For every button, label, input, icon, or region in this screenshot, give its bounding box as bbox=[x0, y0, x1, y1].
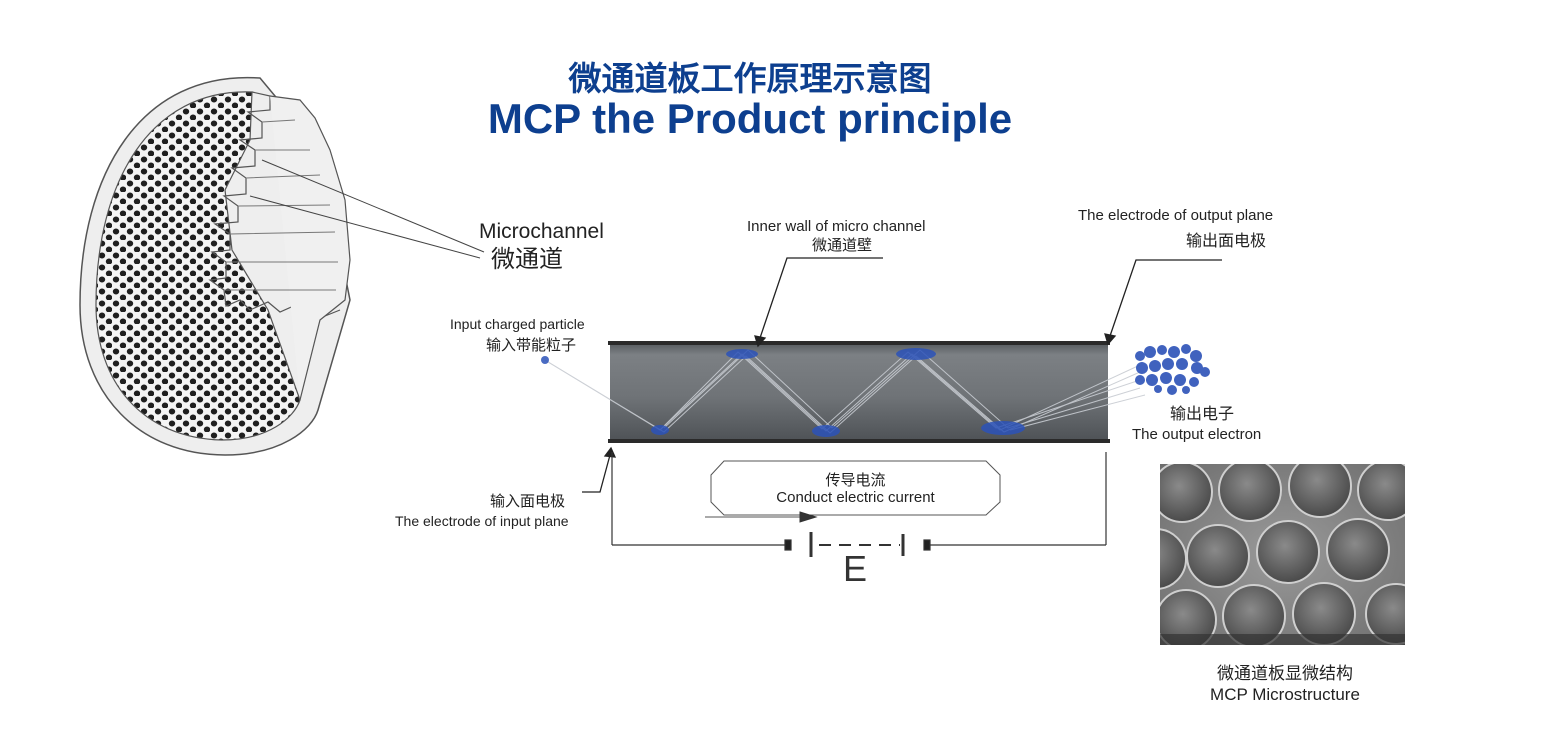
current-loop bbox=[705, 460, 1001, 523]
input-electrode-label-en: The electrode of input plane bbox=[395, 513, 569, 529]
inner-wall-label-cn: 微通道壁 bbox=[812, 236, 873, 254]
input-particle-label-cn: 输入带能粒子 bbox=[486, 336, 577, 354]
field-symbol-label: E bbox=[843, 548, 868, 589]
microchannel-label-cn: 微通道 bbox=[491, 245, 563, 273]
channel-tube-icon bbox=[541, 341, 1210, 443]
input-particle-label-en: Input charged particle bbox=[450, 316, 585, 332]
page-title-english: MCP the Product principle bbox=[487, 95, 1013, 142]
output-electron-label-en: The output electron bbox=[1132, 426, 1262, 443]
current-label-cn: 传导电流 bbox=[825, 471, 886, 489]
output-electrode-label-cn: 输出面电极 bbox=[1186, 231, 1267, 250]
sem-micrograph-icon bbox=[1160, 464, 1405, 645]
output-electron-label-cn: 输出电子 bbox=[1170, 404, 1235, 423]
micro-caption-en: MCP Microstructure bbox=[1210, 685, 1360, 704]
battery-icon bbox=[611, 452, 1107, 557]
micro-caption-cn: 微通道板显微结构 bbox=[1217, 664, 1353, 684]
input-electrode-label-cn: 输入面电极 bbox=[490, 492, 566, 510]
output-electrode-label-en: The electrode of output plane bbox=[1078, 207, 1274, 224]
mcp-disc-icon bbox=[79, 76, 485, 456]
leader-lines bbox=[582, 257, 1222, 493]
inner-wall-label-en: Inner wall of micro channel bbox=[747, 218, 926, 235]
current-label-en: Conduct electric current bbox=[776, 489, 935, 506]
page-title-chinese: 微通道板工作原理示意图 bbox=[568, 59, 932, 98]
microchannel-label-en: Microchannel bbox=[479, 220, 604, 243]
